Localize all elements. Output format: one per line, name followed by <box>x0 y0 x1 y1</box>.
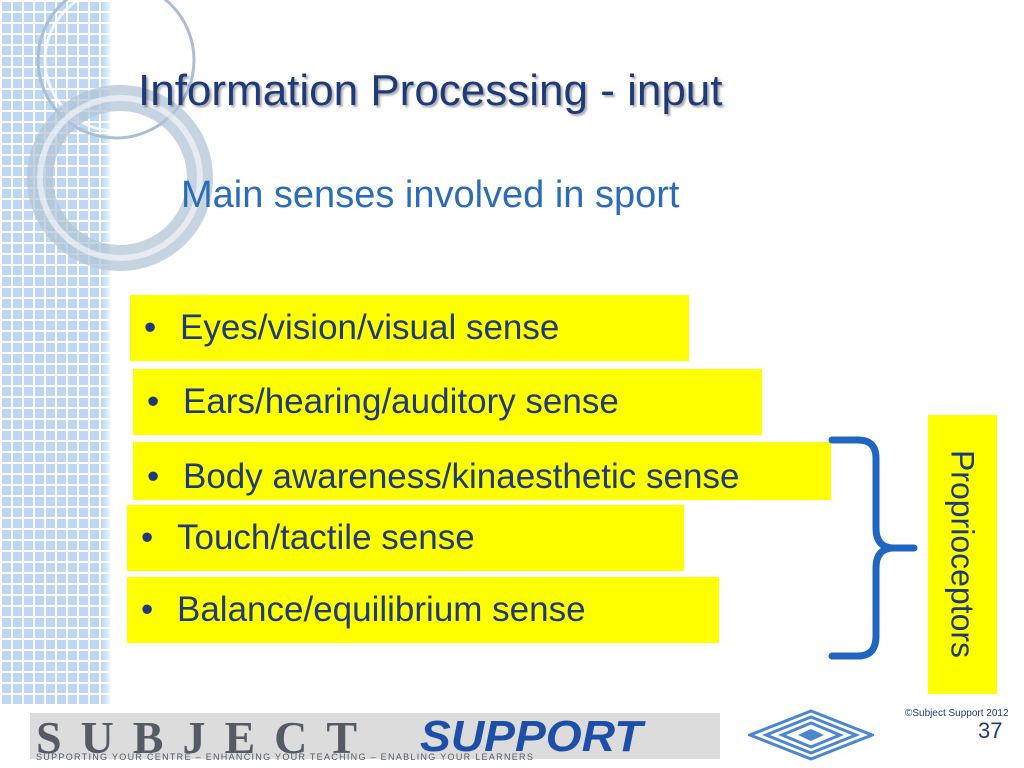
page-number: 37 <box>978 718 1003 743</box>
copyright-text: ©Subject Support 2012 <box>905 708 1009 719</box>
proprioceptors-label: Proprioceptors <box>944 449 981 659</box>
bullet-marker: • <box>141 518 154 557</box>
brace-path <box>828 436 918 660</box>
decorative-grid-panel <box>0 0 112 705</box>
bullet-marker: • <box>144 308 157 347</box>
logo-subject-text: SUBJECT <box>36 712 377 763</box>
footer-logo-band <box>30 713 720 759</box>
bullet-marker: • <box>147 382 160 421</box>
diamond-logo-icon <box>748 709 874 761</box>
logo-support-text: SUPPORT <box>420 712 643 761</box>
sense-item-label: Touch/tactile sense <box>177 518 475 557</box>
logo-tagline: SUPPORTING YOUR CENTRE – ENHANCING YOUR … <box>36 752 535 762</box>
sense-item-label: Ears/hearing/auditory sense <box>183 382 619 421</box>
sense-item-hearing: • Ears/hearing/auditory sense <box>133 369 762 435</box>
sense-item-label: Eyes/vision/visual sense <box>180 308 560 347</box>
slide-title: Information Processing - input <box>138 66 723 115</box>
bullet-marker: • <box>147 457 160 496</box>
sense-item-touch: • Touch/tactile sense <box>127 505 684 571</box>
sense-item-balance: • Balance/equilibrium sense <box>127 577 719 643</box>
sense-item-vision: • Eyes/vision/visual sense <box>130 295 689 361</box>
grid-edge-shade <box>102 0 112 705</box>
bullet-marker: • <box>141 590 154 629</box>
sense-item-label: Balance/equilibrium sense <box>177 590 586 629</box>
sense-item-label: Body awareness/kinaesthetic sense <box>183 457 740 496</box>
curly-brace <box>828 436 918 660</box>
slide-subtitle: Main senses involved in sport <box>181 174 680 216</box>
sense-item-kinaesthetic: • Body awareness/kinaesthetic sense <box>133 442 831 500</box>
proprioceptors-label-box <box>928 415 997 694</box>
